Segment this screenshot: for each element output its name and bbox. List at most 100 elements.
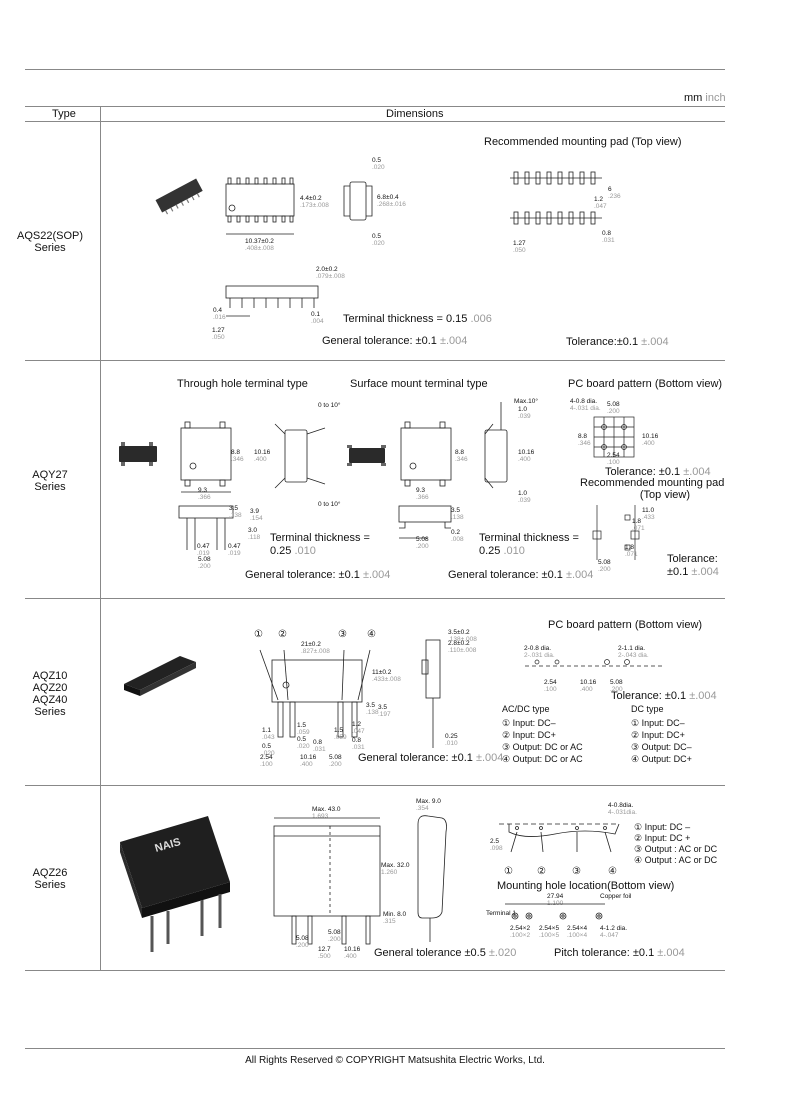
aqz10-tolerance: Tolerance: ±0.1 ±.004: [611, 690, 717, 702]
header-type: Type: [52, 108, 76, 120]
aqy27-pcb-hole: 4-0.8 dia.4-.031 dia.: [570, 398, 601, 412]
aqy27-pcb-grid: [593, 416, 635, 458]
aqy27-rec-pad-title: Recommended mounting pad(Top view): [580, 477, 725, 501]
copyright-footer: All Rights Reserved © COPYRIGHT Matsushi…: [245, 1055, 545, 1066]
aqz10-dim-1-1: 1.1.043: [262, 727, 275, 741]
aqy27-pcb-8-8: 8.8.346: [578, 433, 591, 447]
aqz10-pcb-holes: [525, 659, 665, 667]
aqy27-general-tolerance-b: General tolerance: ±0.1 ±.004: [448, 569, 594, 581]
footer-rule: [25, 1048, 725, 1049]
aqz10-pin-3: ③: [338, 629, 347, 640]
aqz10-dim-1-2: 1.2.047: [352, 721, 365, 735]
aqs22-dim-1-27: 1.27.050: [212, 327, 225, 341]
row-divider-2: [25, 598, 725, 599]
aqy27-angle-top: 0 to 10°: [318, 402, 341, 409]
aqz26-min-8: Min. 8.0.315: [383, 911, 407, 925]
aqz10-pcb-title: PC board pattern (Bottom view): [548, 619, 703, 631]
aqz26-mounting-hole-title: Mounting hole location(Bottom view): [497, 880, 675, 892]
aqz10-dim-1-5a: 1.5.059: [297, 722, 310, 736]
aqz10-dim-0-8a: 0.8.031: [313, 739, 326, 753]
aqs22-tolerance: Tolerance:±0.1 ±.004: [566, 336, 669, 348]
aqs22-dim-2-0: 2.0±0.2.079±.008: [316, 266, 345, 280]
aqy27-angle-bot: 0 to 10°: [318, 501, 341, 508]
aqy27-sm-3-5: 3.5.138: [451, 507, 464, 521]
aqs22-terminal-thickness: Terminal thickness = 0.15 .006: [343, 313, 492, 325]
row-divider-1: [25, 360, 725, 361]
aqz26-pin-3: ③: [572, 866, 581, 877]
aqz26-pitch-tolerance: Pitch tolerance: ±0.1 ±.004: [554, 947, 685, 959]
aqz26-dim-5-08a: 5.08.200: [296, 935, 309, 949]
aqz26-pin-2: ②: [537, 866, 546, 877]
aqy27-dim-0-47a: 0.47.019: [197, 543, 210, 557]
aqs22-dim-0-5-top: 0.5.020: [372, 157, 385, 171]
aqs22-dim-0-1: 0.1.004: [311, 311, 324, 325]
aqy27-dim-9-3: 9.3.366: [198, 487, 211, 501]
aqy27-pcb-5-08: 5.08.200: [607, 401, 620, 415]
aqy27-sm-0-2: 0.2.008: [451, 529, 464, 543]
aqs22-dim-0-4: 0.4.016: [213, 307, 226, 321]
aqz26-hole-dia: 4-0.8dia.4-.031dia.: [608, 802, 637, 816]
aqy27-rec-pad: [592, 505, 640, 560]
aqy27-rec-1-8a: 1.8.071: [632, 518, 645, 532]
aqy27-sm-1-0a: 1.0.039: [518, 406, 531, 420]
aqz10-dim-10-16: 10.16.400: [300, 754, 317, 768]
type-aqs22: AQS22(SOP)Series: [16, 230, 84, 254]
aqz26-general-tolerance: General tolerance ±0.5 ±.020: [374, 947, 517, 959]
aqz26-dim-12-7: 12.7.500: [318, 946, 331, 960]
aqz10-dim-2-54: 2.54.100: [260, 754, 273, 768]
column-divider: [100, 106, 101, 970]
aqs22-dim-6-8: 6.8±0.4.268±.016: [377, 194, 406, 208]
aqz10-dim-0-5b: 0.5.020: [262, 743, 275, 757]
aqz10-dim-0-5a: 0.5.020: [297, 736, 310, 750]
aqz10-pcb-hole-b: 2-1.1 dia.2-.043 dia.: [618, 645, 649, 659]
aqz10-pcb-2-54: 2.54.100: [544, 679, 557, 693]
aqs22-mounting-pad: [510, 171, 602, 225]
aqz10-dim-1-5b: 1.5.059: [334, 727, 347, 741]
aqy27-dim-3-0: 3.0.118: [248, 527, 261, 541]
aqy27-pcb-title: PC board pattern (Bottom view): [568, 378, 723, 390]
aqz26-dim-2-54x5: 2.54×5.100×5: [539, 925, 560, 939]
table-bottom-border: [25, 970, 725, 971]
aqy27-general-tolerance-a: General tolerance: ±0.1 ±.004: [245, 569, 391, 581]
aqs22-dim-10-37: 10.37±0.2.408±.008: [245, 238, 274, 252]
aqy27-dim-0-47b: 0.47.019: [228, 543, 241, 557]
aqz10-pcb-5-08: 5.08.200: [610, 679, 623, 693]
aqz10-pcb-10-16: 10.16.400: [580, 679, 597, 693]
aqy27-sm-1-0b: 1.0.039: [518, 490, 531, 504]
aqz26-pin-4: ④: [608, 866, 617, 877]
aqs22-pad-0-8: 0.8.031: [602, 230, 615, 244]
aqz26-copper-foil: Copper foil: [600, 893, 632, 900]
aqs22-dim-0-5-bot: 0.5.020: [372, 233, 385, 247]
aqz26-dim-2-54x2: 2.54×2.100×2: [510, 925, 531, 939]
aqy27-photo-sm: [347, 445, 386, 466]
aqz26-dim-5-08b: 5.08.200: [328, 929, 341, 943]
aqz10-pin-1: ①: [254, 629, 263, 640]
aqy27-dim-10-16: 10.16.400: [254, 449, 271, 463]
table-top-border: [25, 106, 725, 107]
aqy27-sm-9-3: 9.3.366: [416, 487, 429, 501]
header-rule: [25, 121, 725, 122]
aqy27-dim-5-08: 5.08.200: [198, 556, 211, 570]
row-divider-3: [25, 785, 725, 786]
aqz10-dim-3-5t: 3.5±0.2.138±.008: [448, 629, 477, 643]
aqy27-sm-front-view: [398, 505, 452, 539]
aqy27-tolerance-b: Tolerance: ±0.1 ±.004: [667, 553, 719, 578]
aqz10-dim-2-8: 2.8±0.2.110±.008: [448, 640, 477, 654]
aqs22-front-view: [225, 285, 319, 317]
aqs22-top-view: [225, 177, 295, 235]
aqs22-dim-4-4: 4.4±0.2.173±.008: [300, 195, 329, 209]
aqz10-general-tolerance: General tolerance: ±0.1 ±.004: [358, 752, 504, 764]
aqz26-max-9: Max. 9.0.354: [416, 798, 441, 812]
aqz26-pin-1: ①: [504, 866, 513, 877]
aqy27-dim-3-5: 3.5.138: [229, 505, 242, 519]
aqz26-terminal-1: Terminal 1: [486, 910, 516, 917]
aqy27-terminal-thickness-a: Terminal thickness = 0.25 .010: [270, 532, 370, 557]
aqy27-pcb-10-16: 10.16.400: [642, 433, 659, 447]
aqz10-dim-5-08: 5.08.200: [329, 754, 342, 768]
aqy27-sm-top-view: [400, 402, 508, 489]
aqz26-dim-2-54x4: 2.54×4.100×4: [567, 925, 588, 939]
aqz26-dim-2-5: 2.5.098: [490, 838, 503, 852]
aqz26-side-view: [417, 815, 447, 942]
aqz10-dim-3-5: 3.5.138: [366, 702, 379, 716]
